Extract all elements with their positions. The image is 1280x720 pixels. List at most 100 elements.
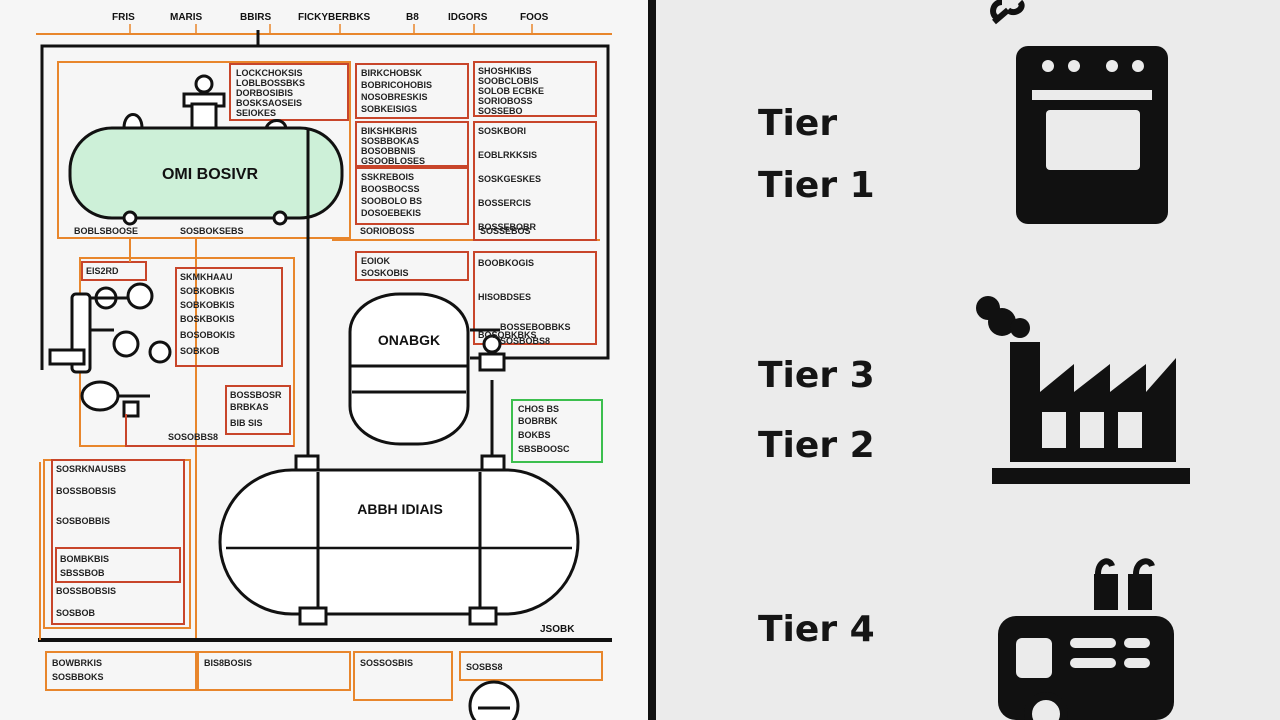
svg-text:SHOSHKIBS: SHOSHKIBS bbox=[478, 66, 532, 76]
bottom-bar-item: BIS8BOSIS bbox=[204, 658, 252, 668]
svg-text:SOSSEBOS: SOSSEBOS bbox=[480, 226, 531, 236]
svg-text:DOSOEBEKIS: DOSOEBEKIS bbox=[361, 208, 421, 218]
svg-text:BOSOBKBKS: BOSOBKBKS bbox=[478, 330, 537, 340]
header-ticks bbox=[129, 24, 533, 34]
svg-text:EIS2RD: EIS2RD bbox=[86, 266, 119, 276]
note-box-h bbox=[473, 251, 597, 345]
mid-tank: ONABGK bbox=[348, 292, 506, 446]
bottom-box-1 bbox=[45, 651, 197, 691]
main-tank: OMI BOSIVR bbox=[68, 74, 344, 226]
svg-text:SOBKEISIGS: SOBKEISIGS bbox=[361, 104, 417, 114]
tier-label: Tier 4 bbox=[758, 609, 875, 650]
svg-text:BIKSHKBRIS: BIKSHKBRIS bbox=[361, 126, 417, 136]
svg-text:BRBKAS: BRBKAS bbox=[230, 402, 269, 412]
note-box-k bbox=[225, 385, 291, 435]
note-box-a bbox=[229, 63, 349, 121]
svg-text:BOSSERCIS: BOSSERCIS bbox=[478, 198, 531, 208]
svg-text:BOSSBOBSIS: BOSSBOBSIS bbox=[56, 486, 116, 496]
tank-system-diagram: FRIS MARIS BBIRS FICKYBERBKS B8 IDGORS F… bbox=[36, 12, 612, 720]
note-text-s: SOSSEBOS bbox=[480, 226, 531, 236]
svg-text:BOSOBOKIS: BOSOBOKIS bbox=[180, 330, 235, 340]
note-box-d bbox=[355, 121, 469, 167]
svg-text:LOBLBOSSBKS: LOBLBOSSBKS bbox=[236, 78, 305, 88]
svg-text:SKMKHAAU: SKMKHAAU bbox=[180, 272, 233, 282]
note-text-e: SOSKBORI EOBLRKKSIS SOSKGESKES BOSSERCIS… bbox=[478, 126, 541, 232]
note-text-t: BOSSEBOBBKS bbox=[500, 322, 571, 332]
svg-text:BOSOBBNIS: BOSOBBNIS bbox=[361, 146, 416, 156]
note-text-g: EOIOK SOSKOBIS bbox=[361, 256, 409, 278]
svg-text:BOSSEBOBBKS: BOSSEBOBBKS bbox=[500, 322, 571, 332]
svg-text:EOIOK: EOIOK bbox=[361, 256, 391, 266]
note-box-f bbox=[355, 167, 469, 225]
svg-text:BOMBKBIS: BOMBKBIS bbox=[60, 554, 109, 564]
svg-text:SOSBOKSEBS: SOSBOKSEBS bbox=[180, 226, 244, 236]
header-label: FOOS bbox=[520, 12, 549, 23]
note-text-r: SORIOBOSS bbox=[360, 226, 415, 236]
svg-text:SBSBOOSC: SBSBOOSC bbox=[518, 444, 570, 454]
svg-text:SOSBOB: SOSBOB bbox=[56, 608, 96, 618]
note-text-l: SOSOBBS8 bbox=[168, 432, 218, 442]
main-tank-label: OMI BOSIVR bbox=[162, 166, 258, 183]
tier-label: Tier bbox=[758, 103, 838, 144]
note-text-m: CHOS BS BOBRBK BOKBS SBSBOOSC bbox=[518, 404, 570, 454]
svg-text:SOOBCLOBIS: SOOBCLOBIS bbox=[478, 76, 539, 86]
header-label: IDGORS bbox=[448, 12, 488, 23]
header-label: B8 bbox=[406, 12, 419, 23]
svg-text:NOSOBRESKIS: NOSOBRESKIS bbox=[361, 92, 428, 102]
note-text-b: BIRKCHOBSK BOBRICOHOBIS NOSOBRESKIS SOBK… bbox=[361, 68, 432, 114]
signature-text: JSOBK bbox=[540, 624, 575, 635]
note-box-j bbox=[175, 267, 283, 367]
note-box-c bbox=[473, 61, 597, 117]
note-box-b bbox=[355, 63, 469, 119]
svg-text:BOSSBOBSIS: BOSSBOBSIS bbox=[56, 586, 116, 596]
svg-text:SOLOB ECBKE: SOLOB ECBKE bbox=[478, 86, 544, 96]
note-text-k: BOSSBOSR BRBKAS BIB SIS bbox=[230, 390, 282, 428]
header-label: FICKYBERBKS bbox=[298, 12, 371, 23]
note-text-f: SSKREBOIS BOOSBOCSS SOOBOLO BS DOSOEBEKI… bbox=[361, 172, 422, 218]
factory-icon bbox=[976, 296, 1190, 484]
svg-text:BOSSBOSR: BOSSBOSR bbox=[230, 390, 282, 400]
svg-text:CHOS BS: CHOS BS bbox=[518, 404, 559, 414]
note-text-c: SHOSHKIBS SOOBCLOBIS SOLOB ECBKE SORIOBO… bbox=[478, 66, 544, 116]
svg-text:SOBKOBKIS: SOBKOBKIS bbox=[180, 286, 235, 296]
note-box-m bbox=[511, 399, 603, 463]
svg-text:SOSBBOKAS: SOSBBOKAS bbox=[361, 136, 419, 146]
tier-legend-panel: Tier Tier 1 Tier 3 Tier 2 Tier 4 bbox=[656, 0, 1280, 720]
bottom-bar-item: SOSSOSBIS bbox=[360, 658, 413, 668]
svg-text:BOBRICOHOBIS: BOBRICOHOBIS bbox=[361, 80, 432, 90]
note-text-p: BOBLSBOOSE bbox=[74, 226, 138, 236]
emblem-icon bbox=[468, 680, 520, 720]
svg-text:SOBKOBKIS: SOBKOBKIS bbox=[180, 300, 235, 310]
note-text-u: SOSBOBS8 bbox=[500, 336, 550, 346]
stove-icon bbox=[990, 0, 1168, 224]
note-text-d: BIKSHKBRIS SOSBBOKAS BOSOBBNIS GSOOBLOSE… bbox=[361, 126, 425, 166]
note-text-i: EIS2RD bbox=[86, 266, 119, 276]
note-box-n bbox=[51, 459, 185, 625]
svg-text:BOBRBK: BOBRBK bbox=[518, 416, 558, 426]
svg-text:BIRKCHOBSK: BIRKCHOBSK bbox=[361, 68, 423, 78]
note-box-i bbox=[81, 261, 147, 281]
tier-label: Tier 3 bbox=[758, 355, 875, 396]
svg-text:LOCKCHOKSIS: LOCKCHOKSIS bbox=[236, 68, 303, 78]
section-box-main-tank bbox=[57, 61, 351, 239]
generator-truck-icon bbox=[998, 558, 1174, 720]
note-text-q: SOSBOKSEBS bbox=[180, 226, 244, 236]
note-text-n: SOSRKNAUSBS BOSSBOBSIS SOSBOBBIS BOSSBOB… bbox=[56, 464, 126, 618]
svg-text:SORIOBOSS: SORIOBOSS bbox=[478, 96, 533, 106]
lower-tank: ABBH IDIAIS bbox=[218, 454, 580, 626]
pump-assembly bbox=[48, 282, 172, 418]
bottom-bar-item: SOSBS8 bbox=[466, 662, 503, 672]
note-text-o: BOMBKBIS SBSSBOB bbox=[60, 554, 109, 578]
svg-text:SOSBOBS8: SOSBOBS8 bbox=[500, 336, 550, 346]
bottom-box-4 bbox=[459, 651, 603, 681]
diagram-panel: FRIS MARIS BBIRS FICKYBERBKS B8 IDGORS F… bbox=[36, 12, 612, 720]
wrench-icon bbox=[990, 0, 1025, 25]
panel-divider bbox=[648, 0, 656, 720]
note-text-h: BOOBKOGIS HISOBDSES BOSOBKBKS bbox=[478, 258, 537, 340]
note-text-j: SKMKHAAU SOBKOBKIS SOBKOBKIS BOSKBOKIS B… bbox=[180, 272, 235, 356]
svg-text:BOOSBOCSS: BOOSBOCSS bbox=[361, 184, 420, 194]
note-text-a: LOCKCHOKSIS LOBLBOSSBKS DORBOSIBIS BOSKS… bbox=[236, 68, 305, 118]
main-frame bbox=[40, 44, 610, 370]
tier-label: Tier 1 bbox=[758, 165, 875, 206]
red-connector bbox=[125, 414, 294, 447]
